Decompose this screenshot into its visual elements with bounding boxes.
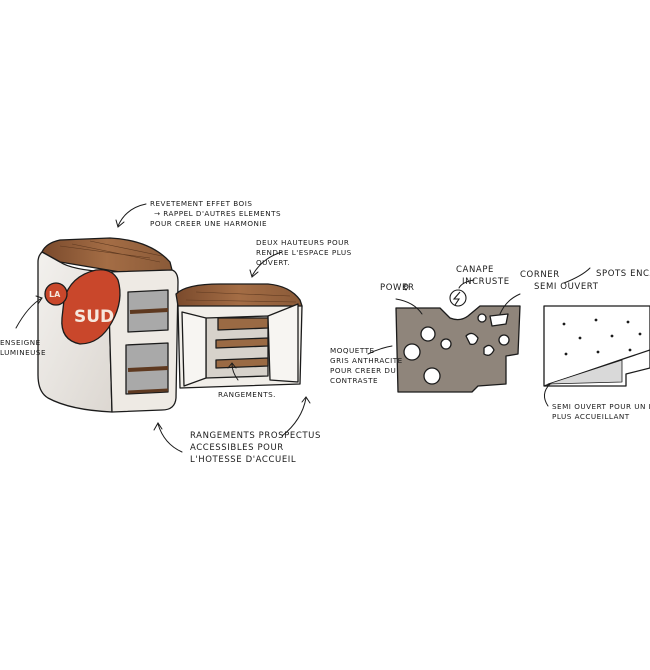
logo-drop	[61, 269, 121, 345]
note-canape: Canape incruste	[456, 265, 510, 287]
reception-desk	[37, 237, 303, 413]
note-corner: Corner semi ouvert	[520, 270, 599, 292]
logo-badge-text: LA	[49, 290, 61, 299]
wood-grain	[59, 240, 163, 263]
note-rangements-prospectus: Rangements prospectus accessibles pour l…	[190, 431, 322, 465]
note-spots: Spots enca	[596, 269, 650, 279]
right-door	[267, 303, 299, 383]
note-power: Power	[380, 283, 415, 293]
note-moquette: Moquette gris anthracite pour creer du c…	[330, 346, 403, 385]
corner-panel	[543, 305, 650, 387]
note-revetement: Revetement effet bois → rappel d'autres …	[150, 199, 282, 228]
left-door	[181, 311, 207, 387]
spot-lights	[562, 318, 642, 356]
logo-wordmark: SUD	[74, 307, 114, 327]
note-rangements: Rangements.	[218, 390, 276, 399]
lightning-bolt-icon	[449, 289, 467, 307]
annotation-arrows	[15, 203, 591, 453]
logo-badge	[44, 282, 68, 306]
note-semi-ouvert: Semi ouvert pour un e plus accueillant	[552, 402, 650, 421]
heart-icon	[403, 284, 409, 291]
note-deux-hauteurs: Deux hauteurs pour rendre l'espace plus …	[256, 238, 352, 267]
floor-plan	[395, 305, 521, 393]
note-enseigne: enseigne lumineuse	[0, 338, 47, 357]
